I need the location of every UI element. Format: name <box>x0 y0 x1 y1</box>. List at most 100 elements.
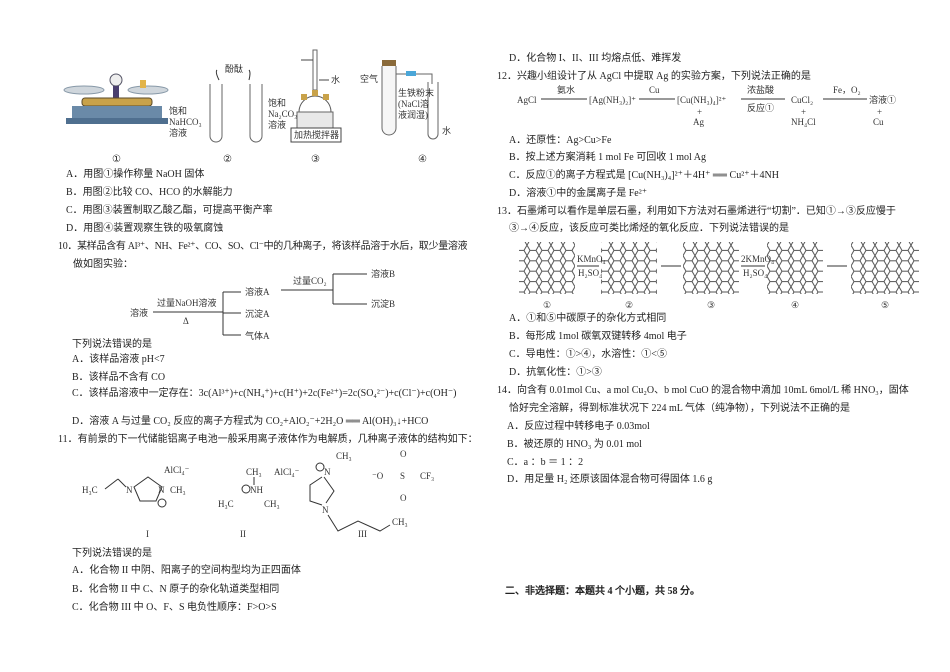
flow-reagent: 过量CO₂ <box>293 275 327 286</box>
indicator-label: 酚酞 <box>225 63 243 74</box>
q13-stem: 13．石墨烯可以看作是单层石墨，利用如下方法对石墨烯进行“切割”．已知①→③反应… <box>497 206 896 217</box>
plus: + <box>697 107 702 117</box>
q14-option-d: D．用足量 H₂ 还原该固体混合物可得固体 1.6 g <box>507 474 713 485</box>
species: AgCl <box>517 95 537 105</box>
q10-stem: 做如图实验： <box>73 259 133 270</box>
reagent: H₂SO₄ <box>743 268 767 278</box>
figure-label: ② <box>223 154 232 165</box>
graphene-5 <box>851 242 919 294</box>
structure-label: II <box>240 529 246 539</box>
fig2-right-label: 溶液 <box>268 119 286 130</box>
fig2-left-label: NaHCO₃ <box>169 117 202 127</box>
species: Cu <box>873 117 884 127</box>
fig2-right-label: 饱和 <box>268 97 286 108</box>
group: H₃C <box>218 499 234 509</box>
q13-graphene-scheme: KMnO₄ H₂SO₄ 2KMnO₄ H₂SO₄ ① ② ③ ④ ⑤ <box>519 242 919 310</box>
reagent: Fe，O₂ <box>833 85 861 95</box>
anion: AlCl₄⁻ <box>164 465 190 475</box>
q11-option-d: D．化合物 I、II、III 均熔点低、难挥发 <box>509 53 682 64</box>
q14-option-b: B．被还原的 HNO₃ 为 0.01 mol <box>507 439 642 450</box>
q9-option-a: A．用图①操作称量 NaOH 固体 <box>66 169 205 180</box>
group: H₃C <box>82 485 98 495</box>
q11-structures: H₃C N N CH₃ AlCl₄⁻ I CH₃ NH H₃C CH₃ AlCl… <box>82 449 434 539</box>
atom: NH <box>250 485 263 495</box>
group: CH₃ <box>246 467 262 477</box>
fig2-right-label: Na₂CO₃ <box>268 109 297 119</box>
fig2-left-label: 饱和 <box>169 105 187 116</box>
anion: AlCl₄⁻ <box>274 467 300 477</box>
q13-option-a: A．①和⑤中碳原子的杂化方式相同 <box>509 313 667 324</box>
species: 溶液① <box>869 94 896 105</box>
plus: + <box>877 107 882 117</box>
q14-option-c: C．a ：b ＝ 1 ：2 <box>507 457 584 468</box>
reagent: 2KMnO₄ <box>741 254 774 264</box>
flow-a2: 沉淀A <box>245 308 270 319</box>
powder-label: (NaCl溶 <box>398 98 429 109</box>
species: [Cu(NH₃)₄]²⁺ <box>677 95 726 105</box>
atom: N <box>126 485 133 495</box>
heater-label: 加热搅拌器 <box>294 129 339 140</box>
water-label: 水 <box>331 74 340 85</box>
structure-label: ① <box>543 300 551 310</box>
species: NH₄Cl <box>791 117 816 127</box>
powder-label: 液润湿) <box>398 109 428 120</box>
atom: N <box>324 467 331 477</box>
fig2-left-label: 溶液 <box>169 127 187 138</box>
structure-label: ⑤ <box>881 300 889 310</box>
section-heading: 二、非选择题：本题共 4 个小题，共 58 分。 <box>505 586 700 597</box>
q14-stem: 恰好完全溶解，得到标准状况下 224 mL 气体（纯净物），下列说法不正确的是 <box>509 403 851 414</box>
atom: N <box>322 505 329 515</box>
structure-label: ③ <box>707 300 715 310</box>
atom: N <box>158 485 165 495</box>
q9-figure-corrosion-apparatus: 空气 生铁粉末 (NaCl溶 液润湿) 水 <box>360 60 451 140</box>
q12-stem: 12．兴趣小组设计了从 AgCl 中提取 Ag 的实验方案，下列说法正确的是 <box>497 71 811 82</box>
atom: ⁻O <box>372 471 384 481</box>
air-label: 空气 <box>360 73 378 84</box>
species: Ag <box>693 117 704 127</box>
powder-label: 生铁粉末 <box>398 87 434 98</box>
q12-option-d: D．溶液①中的金属离子是 Fe²⁺ <box>509 188 647 199</box>
flow-reagent: 过量NaOH溶液 <box>157 297 217 308</box>
q11-option-a: A．化合物 II 中阴、阳离子的空间构型均为正四面体 <box>72 565 301 576</box>
group: CH₃ <box>264 499 280 509</box>
flow-b1: 溶液B <box>371 268 395 279</box>
q10-prompt: 下列说法错误的是 <box>72 339 152 350</box>
graphene-2 <box>601 242 657 294</box>
reagent: H₂SO₄ <box>578 268 602 278</box>
graphene-3 <box>683 242 739 294</box>
flow-start: 溶液 <box>130 307 148 318</box>
atom: O <box>400 449 407 459</box>
q9-option-c: C．用图③装置制取乙酸乙酯，可提高平衡产率 <box>66 205 273 216</box>
flow-heat: Δ <box>183 316 189 326</box>
q11-stem: 11．有前景的下一代储能铝离子电池一般采用离子液体作为电解质，几种离子液体的结构… <box>58 434 478 445</box>
q10-option-b: B．该样品不含有 CO <box>72 372 166 383</box>
figure-label: ④ <box>418 154 427 165</box>
q10-flowchart: 溶液 过量NaOH溶液 Δ 溶液A 沉淀A 气体A 过量CO₂ 溶液B 沉淀B <box>130 268 395 341</box>
q14-option-a: A．反应过程中转移电子 0.03mol <box>507 421 650 432</box>
atom: CF₃ <box>420 471 434 481</box>
species: [Ag(NH₃)₂]⁺ <box>589 95 636 105</box>
q9-option-b: B．用图②比较 CO、HCO 的水解能力 <box>66 187 233 198</box>
structure-label: III <box>358 529 367 539</box>
q9-figure-reflux-apparatus: 水 加热搅拌器 <box>290 49 342 143</box>
q10-stem: 10．某样品含有 Al³⁺、NH、Fe²⁺、CO、SO、Cl⁻中的几种离子，将该… <box>58 241 468 252</box>
structure-label: ④ <box>791 300 799 310</box>
q13-stem: ③→④反应，该反应可类比烯烃的氧化反应．下列说法错误的是 <box>509 223 789 234</box>
figure-label: ③ <box>311 154 320 165</box>
graphene-1 <box>519 242 575 294</box>
q9-figure-balance <box>63 73 169 124</box>
reagent: 反应① <box>747 102 774 113</box>
flow-b2: 沉淀B <box>371 298 395 309</box>
q12-option-b: B．按上述方案消耗 1 mol Fe 可回收 1 mol Ag <box>509 152 706 163</box>
structure-label: I <box>146 529 149 539</box>
atom: S <box>400 471 405 481</box>
flow-a3: 气体A <box>245 330 270 341</box>
q13-option-d: D．抗氧化性：①>③ <box>509 367 602 378</box>
group: CH₃ <box>392 517 408 527</box>
q11-option-c: C．化合物 III 中 O、F、S 电负性顺序：F>O>S <box>72 602 277 613</box>
q10-option-c: C．该样品溶液中一定存在：3c(Al³⁺)+c(NH₄⁺)+c(H⁺)+2c(F… <box>72 388 457 399</box>
q11-prompt: 下列说法错误的是 <box>72 548 152 559</box>
reagent: Cu <box>649 85 660 95</box>
q9-figure-test-tubes: 酚酞 饱和 NaHCO₃ 溶液 饱和 Na₂CO₃ 溶液 <box>169 63 297 143</box>
q10-option-a: A．该样品溶液 pH<7 <box>72 354 165 365</box>
